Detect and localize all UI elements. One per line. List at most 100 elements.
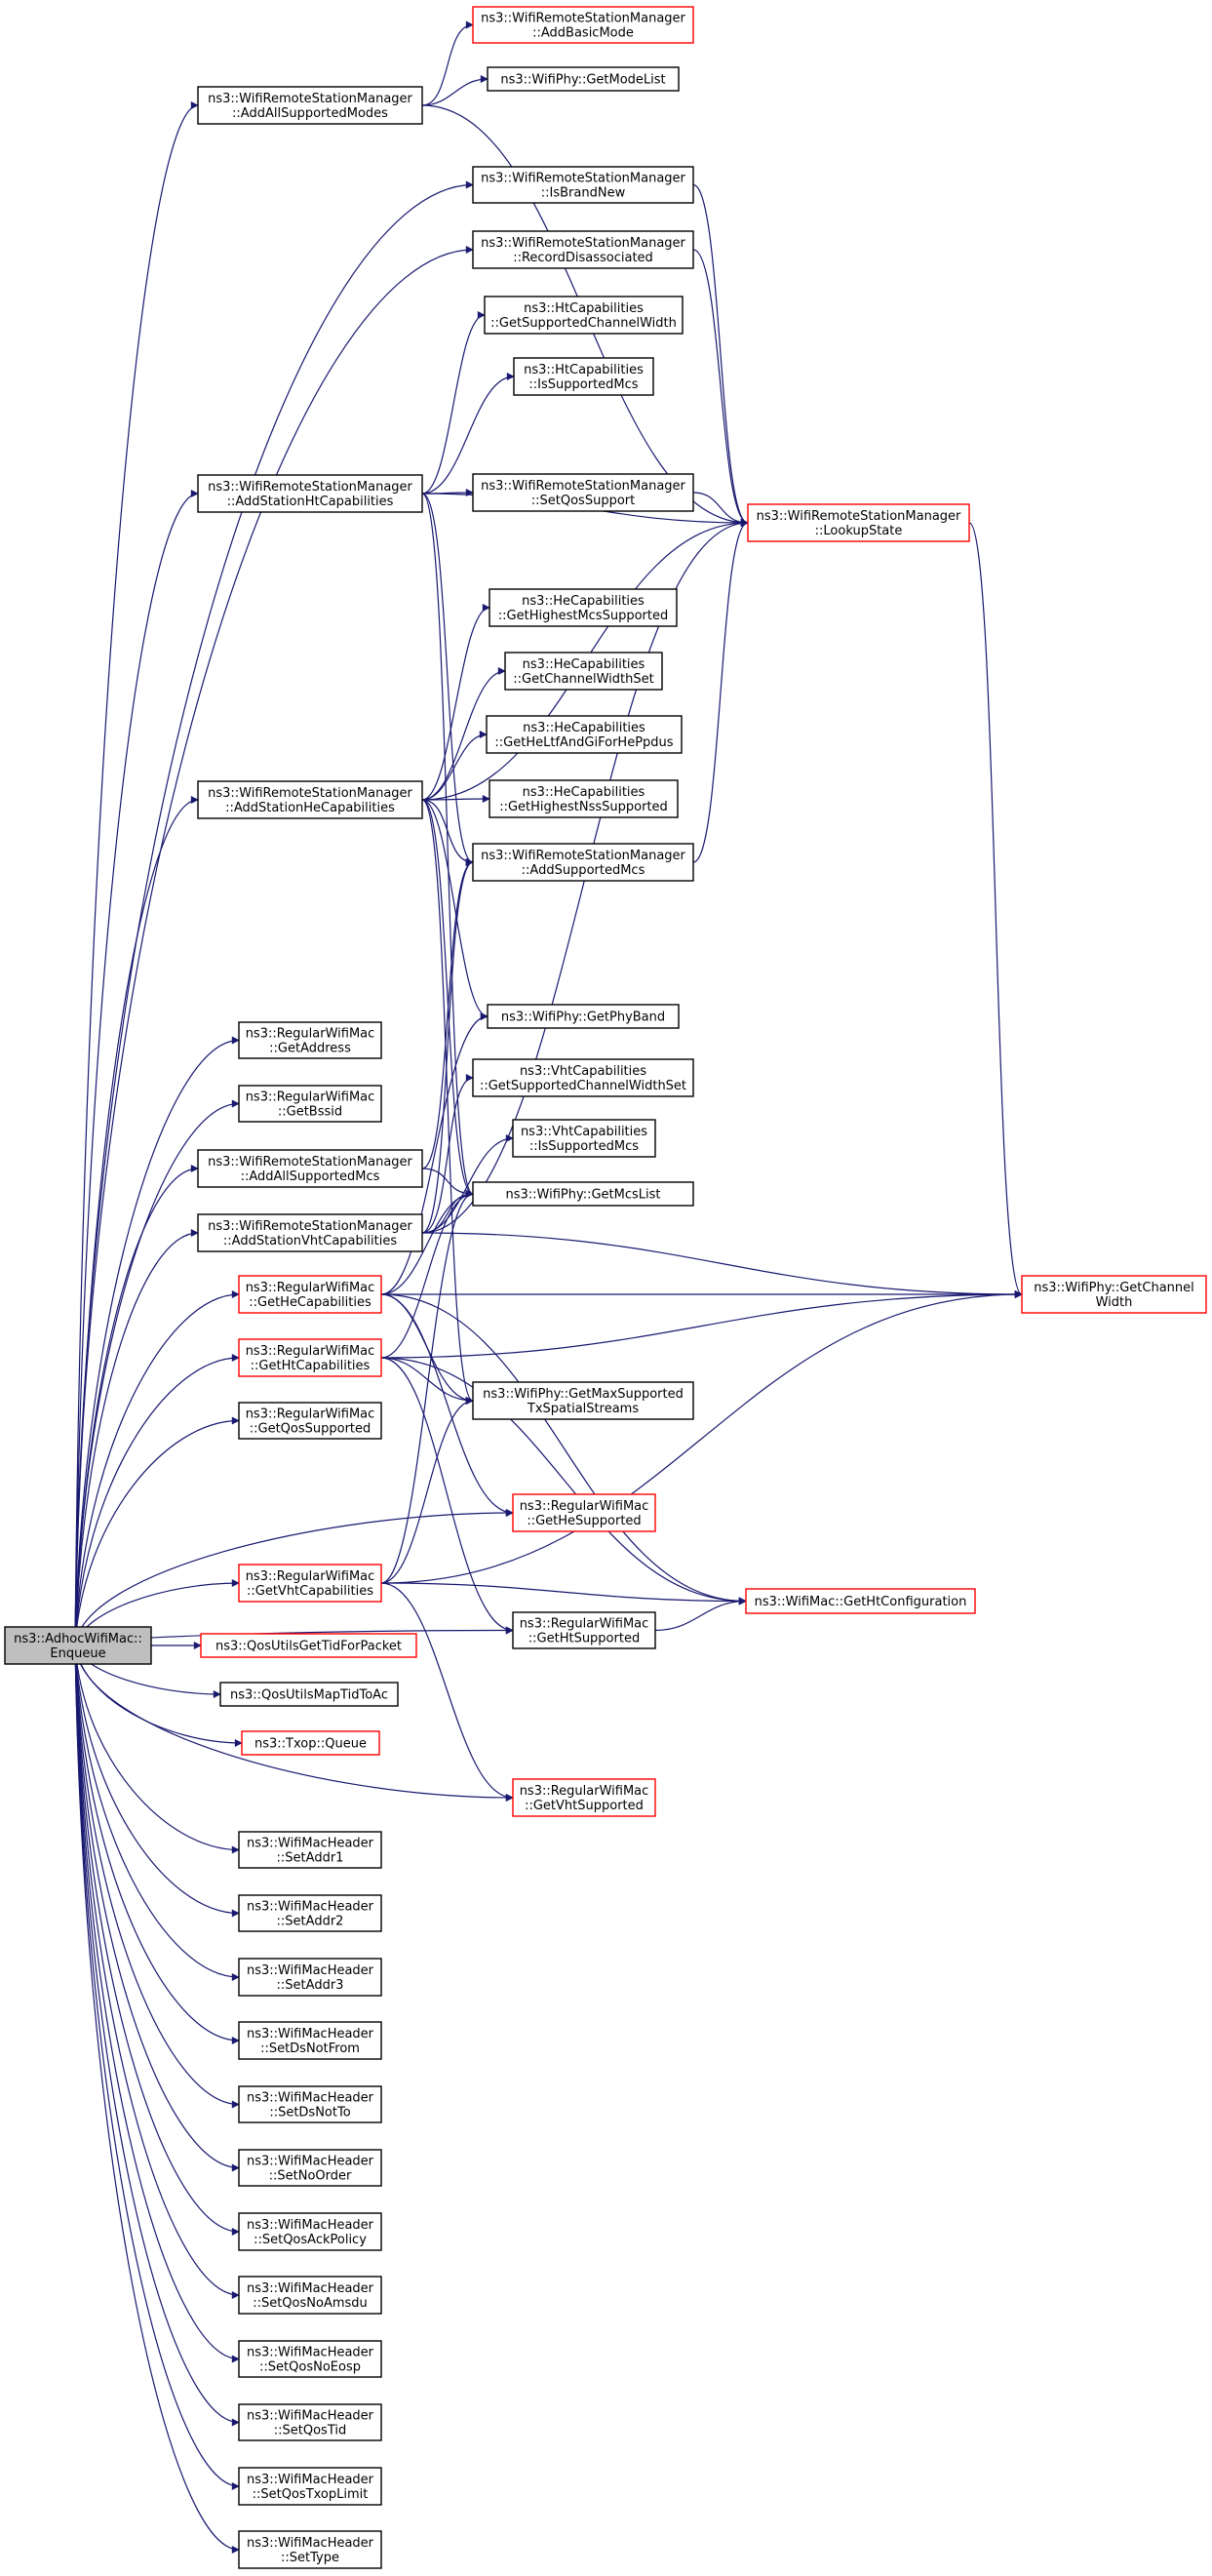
node-getChannelWidth[interactable]: ns3::WifiPhy::GetChannelWidth <box>1021 1275 1207 1314</box>
node-addStationHtCapabilities[interactable]: ns3::WifiRemoteStationManager::AddStatio… <box>197 474 423 513</box>
edge-addAllSupportedMcs-to-addSupportedMcs <box>421 858 474 1169</box>
edge-root-to-setQosNoEosp <box>74 1645 240 2363</box>
edge-addStationVhtCapabilities-to-vhtGetSupportedChannelWidthSet <box>421 1074 474 1234</box>
node-label-line: ::GetHeLtfAndGiForHePpdus <box>494 735 673 750</box>
node-box <box>238 1338 382 1377</box>
node-isBrandNew[interactable]: ns3::WifiRemoteStationManager::IsBrandNe… <box>472 166 694 204</box>
edge-getHtCapabilities-to-getHtSupported <box>380 1357 514 1635</box>
edge-getVhtCapabilities-to-getVhtSupported <box>380 1582 514 1802</box>
node-setQosTid[interactable]: ns3::WifiMacHeader::SetQosTid <box>238 2403 382 2441</box>
node-setQosTxopLimit[interactable]: ns3::WifiMacHeader::SetQosTxopLimit <box>238 2467 382 2506</box>
node-getHeSupported[interactable]: ns3::RegularWifiMac::GetHeSupported <box>512 1493 656 1532</box>
edge-root-to-getHeCapabilities <box>74 1290 240 1646</box>
node-box <box>472 843 694 882</box>
node-setQosAckPolicy[interactable]: ns3::WifiMacHeader::SetQosAckPolicy <box>238 2212 382 2251</box>
edge-getHtSupported-to-getHtConfiguration <box>654 1597 747 1632</box>
node-getMaxSupportedTxSpatialStreams[interactable]: ns3::WifiPhy::GetMaxSupportedTxSpatialSt… <box>472 1381 694 1420</box>
edge-getHtCapabilities-to-getHtConfiguration <box>380 1357 747 1605</box>
node-label-line: ns3::HeCapabilities <box>523 721 645 735</box>
edge-getVhtCapabilities-to-getHtConfiguration <box>380 1582 747 1605</box>
node-label-line: ns3::WifiRemoteStationManager <box>208 1155 412 1169</box>
node-setAddr1[interactable]: ns3::WifiMacHeader::SetAddr1 <box>238 1831 382 1869</box>
node-qosUtilsMapTidToAc[interactable]: ns3::QosUtilsMapTidToAc <box>219 1682 399 1707</box>
node-heGetHighestNssSupported[interactable]: ns3::HeCapabilities::GetHighestNssSuppor… <box>489 779 679 818</box>
edge-addStationHeCapabilities-to-addSupportedMcs <box>421 799 474 866</box>
node-setQosSupport[interactable]: ns3::WifiRemoteStationManager::SetQosSup… <box>472 473 694 512</box>
node-label-line: ::GetHtSupported <box>528 1632 640 1646</box>
node-label-line: ::LookupState <box>815 524 903 538</box>
node-box <box>745 1588 976 1614</box>
node-addAllSupportedMcs[interactable]: ns3::WifiRemoteStationManager::AddAllSup… <box>197 1149 423 1188</box>
node-addStationVhtCapabilities[interactable]: ns3::WifiRemoteStationManager::AddStatio… <box>197 1213 423 1252</box>
edge-addAllSupportedModes-to-addBasicMode <box>421 20 474 106</box>
node-box <box>512 1611 656 1649</box>
node-txopQueue[interactable]: ns3::Txop::Queue <box>241 1730 380 1756</box>
node-label-line: Width <box>1096 1295 1133 1310</box>
node-label-line: Enqueue <box>50 1646 105 1661</box>
edge-addStationHeCapabilities-to-heGetHighestNssSupported <box>421 795 490 804</box>
node-box <box>489 779 679 818</box>
node-lookupState[interactable]: ns3::WifiRemoteStationManager::LookupSta… <box>747 503 970 542</box>
node-box <box>238 2085 382 2123</box>
node-addSupportedMcs[interactable]: ns3::WifiRemoteStationManager::AddSuppor… <box>472 843 694 882</box>
node-getModeList[interactable]: ns3::WifiPhy::GetModeList <box>487 66 680 92</box>
node-label-line: ::AddStationHtCapabilities <box>227 495 394 509</box>
node-recordDisassociated[interactable]: ns3::WifiRemoteStationManager::RecordDis… <box>472 230 694 269</box>
node-getPhyBand[interactable]: ns3::WifiPhy::GetPhyBand <box>487 1004 680 1029</box>
edge-addSupportedMcs-to-lookupState <box>692 519 749 863</box>
node-htGetSupportedChannelWidth[interactable]: ns3::HtCapabilities::GetSupportedChannel… <box>484 296 684 335</box>
node-label-line: ns3::RegularWifiMac <box>520 1499 649 1514</box>
node-box <box>238 2276 382 2315</box>
node-label-line: ns3::HeCapabilities <box>523 657 645 672</box>
node-heGetHighestMcsSupported[interactable]: ns3::HeCapabilities::GetHighestMcsSuppor… <box>489 588 678 627</box>
node-getQosSupported[interactable]: ns3::RegularWifiMac::GetQosSupported <box>238 1402 382 1440</box>
edge-isBrandNew-to-lookupState <box>692 183 749 527</box>
node-label-line: ns3::RegularWifiMac <box>246 1027 375 1042</box>
node-getHtConfiguration[interactable]: ns3::WifiMac::GetHtConfiguration <box>745 1588 976 1614</box>
node-addStationHeCapabilities[interactable]: ns3::WifiRemoteStationManager::AddStatio… <box>197 780 423 819</box>
node-addAllSupportedModes[interactable]: ns3::WifiRemoteStationManager::AddAllSup… <box>197 86 423 125</box>
node-box <box>484 296 684 335</box>
node-label-line: ::AddStationVhtCapabilities <box>223 1234 397 1248</box>
node-setDsNotTo[interactable]: ns3::WifiMacHeader::SetDsNotTo <box>238 2085 382 2123</box>
node-qosUtilsGetTidForPacket[interactable]: ns3::QosUtilsGetTidForPacket <box>200 1633 417 1658</box>
node-box <box>238 1085 382 1123</box>
node-setAddr2[interactable]: ns3::WifiMacHeader::SetAddr2 <box>238 1894 382 1932</box>
node-root[interactable]: ns3::AdhocWifiMac::Enqueue <box>4 1626 152 1665</box>
node-label-line: ::AddSupportedMcs <box>522 863 645 878</box>
node-getHtCapabilities[interactable]: ns3::RegularWifiMac::GetHtCapabilities <box>238 1338 382 1377</box>
node-label-line: ns3::RegularWifiMac <box>246 1569 375 1584</box>
node-getVhtCapabilities[interactable]: ns3::RegularWifiMac::GetVhtCapabilities <box>238 1564 382 1603</box>
node-setNoOrder[interactable]: ns3::WifiMacHeader::SetNoOrder <box>238 2149 382 2187</box>
edge-getVhtCapabilities-to-getMaxSupportedTxSpatialStreams <box>380 1397 474 1584</box>
node-getHeCapabilities[interactable]: ns3::RegularWifiMac::GetHeCapabilities <box>238 1275 382 1314</box>
node-getVhtSupported[interactable]: ns3::RegularWifiMac::GetVhtSupported <box>512 1778 656 1817</box>
edge-root-to-setType <box>74 1645 240 2554</box>
node-vhtGetSupportedChannelWidthSet[interactable]: ns3::VhtCapabilities::GetSupportedChanne… <box>472 1058 694 1097</box>
node-htIsSupportedMcs[interactable]: ns3::HtCapabilities::IsSupportedMcs <box>513 357 654 396</box>
edge-root-to-getVhtSupported <box>74 1645 514 1802</box>
edge-lookupState-to-getChannelWidth <box>968 522 1023 1298</box>
node-label-line: ::SetQosTid <box>274 2424 346 2438</box>
node-setQosNoAmsdu[interactable]: ns3::WifiMacHeader::SetQosNoAmsdu <box>238 2276 382 2315</box>
node-setQosNoEosp[interactable]: ns3::WifiMacHeader::SetQosNoEosp <box>238 2340 382 2378</box>
edge-getHeCapabilities-to-getMcsList <box>380 1190 474 1295</box>
edge-getVhtCapabilities-to-getChannelWidth <box>380 1290 1023 1584</box>
node-label-line: ::GetHighestNssSupported <box>499 800 668 814</box>
node-getAddress[interactable]: ns3::RegularWifiMac::GetAddress <box>238 1021 382 1059</box>
edge-root-to-setQosNoAmsdu <box>74 1645 240 2299</box>
node-addBasicMode[interactable]: ns3::WifiRemoteStationManager::AddBasicM… <box>472 6 694 44</box>
node-setAddr3[interactable]: ns3::WifiMacHeader::SetAddr3 <box>238 1958 382 1997</box>
node-heGetHeLtfAndGiForHePpdus[interactable]: ns3::HeCapabilities::GetHeLtfAndGiForHeP… <box>486 715 683 754</box>
node-box <box>200 1633 417 1658</box>
node-getHtSupported[interactable]: ns3::RegularWifiMac::GetHtSupported <box>512 1611 656 1649</box>
node-label-line: ns3::WifiMacHeader <box>247 1963 374 1978</box>
node-getBssid[interactable]: ns3::RegularWifiMac::GetBssid <box>238 1085 382 1123</box>
node-heGetChannelWidthSet[interactable]: ns3::HeCapabilities::GetChannelWidthSet <box>504 652 663 691</box>
node-setDsNotFrom[interactable]: ns3::WifiMacHeader::SetDsNotFrom <box>238 2021 382 2060</box>
node-vhtIsSupportedMcs[interactable]: ns3::VhtCapabilities::IsSupportedMcs <box>512 1119 656 1158</box>
node-label-line: ns3::WifiRemoteStationManager <box>208 92 412 106</box>
edge-addStationHeCapabilities-to-heGetChannelWidthSet <box>421 667 506 801</box>
node-setType[interactable]: ns3::WifiMacHeader::SetType <box>238 2530 382 2569</box>
node-getMcsList[interactable]: ns3::WifiPhy::GetMcsList <box>472 1181 694 1207</box>
